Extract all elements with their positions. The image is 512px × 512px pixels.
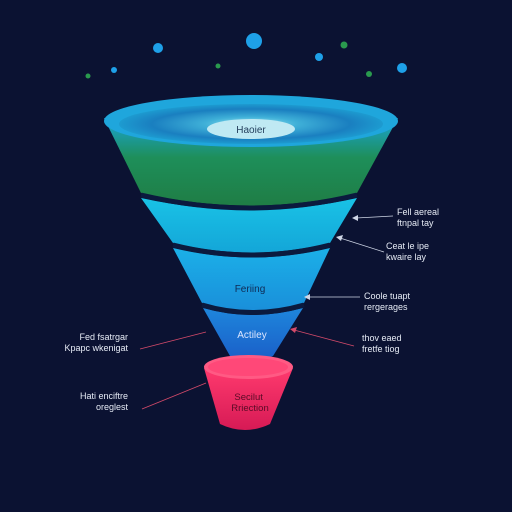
stage-label-5: Actiley [237, 330, 266, 341]
right-callout: Ceat le ipe kwaire lay [336, 235, 429, 262]
funnel [104, 95, 398, 430]
decorative-dot [246, 33, 262, 49]
right-callout-line-2: fretfe tiog [362, 344, 400, 354]
decorative-dot [111, 67, 117, 73]
right-callout-line-1: Fell aereal [397, 207, 439, 217]
right-callout-line-1: Ceat le ipe [386, 241, 429, 251]
funnel-stage-4 [203, 308, 303, 361]
stage-label-6-line: Rriection [231, 403, 269, 414]
right-callout-line-1: Coole tuapt [364, 291, 411, 301]
right-callout-line-2: kwaire lay [386, 252, 427, 262]
decorative-dot [153, 43, 163, 53]
funnel-separator [201, 302, 305, 315]
right-callout-line-2: ftnpal tay [397, 218, 434, 228]
stage-labels: Haoier Feriing Actiley Secilut Rriection [231, 125, 269, 414]
right-callout: Coole tuapt rergerages [304, 291, 411, 312]
funnel-stage-3 [173, 248, 330, 311]
decorative-dots [85, 33, 407, 79]
decorative-dot [215, 63, 221, 69]
left-callout-line-2: Kpapc wkenigat [64, 343, 128, 353]
funnel-stage-6 [204, 355, 293, 430]
decorative-dot [85, 73, 91, 79]
decorative-dot [397, 63, 407, 73]
left-callouts: Fed fsatrgar Kpapc wkenigat Hati enciftr… [64, 331, 207, 412]
right-callout-line-1: thov eaed [362, 333, 402, 343]
left-callout: Hati enciftre oreglest [80, 382, 207, 412]
right-callout: Fell aereal ftnpal tay [352, 207, 439, 228]
left-callout-line-2: oreglest [96, 402, 129, 412]
right-callouts: Fell aereal ftnpal tay Ceat le ipe kwair… [290, 207, 439, 354]
left-callout-line-1: Hati enciftre [80, 391, 128, 401]
funnel-separator [140, 192, 358, 211]
stage-label-1: Haoier [236, 125, 266, 136]
stage-label-4: Feriing [235, 284, 266, 295]
right-callout: thov eaed fretfe tiog [290, 327, 402, 354]
right-callout-line-2: rergerages [364, 302, 408, 312]
funnel-separator [172, 242, 331, 258]
stage-label-6: Secilut Rriection [231, 392, 269, 414]
left-callout-line-1: Fed fsatrgar [79, 332, 128, 342]
decorative-dot [315, 53, 323, 61]
funnel-stage-2 [141, 198, 357, 253]
stage-label-6-line: Secilut [234, 392, 263, 403]
funnel-opening-inner [207, 119, 295, 139]
decorative-dot [340, 41, 348, 49]
left-callout: Fed fsatrgar Kpapc wkenigat [64, 331, 207, 353]
decorative-dot [366, 71, 372, 77]
